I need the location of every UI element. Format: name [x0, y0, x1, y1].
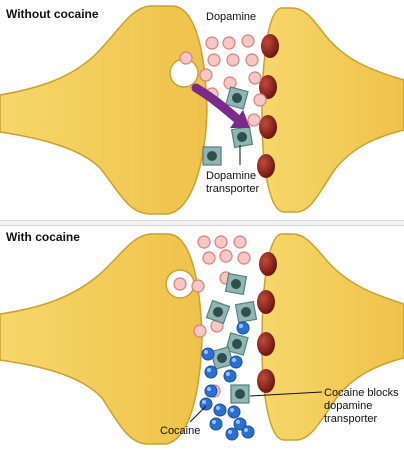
cocaine-group: [199, 321, 255, 441]
cocaine-highlight: [239, 324, 243, 328]
cocaine-molecule: [223, 369, 237, 383]
presynaptic-terminal: [0, 5, 208, 215]
reuptake-arrowhead: [230, 110, 250, 128]
dopamine-transporter: [202, 146, 222, 166]
cocaine-molecule: [236, 321, 250, 335]
cocaine-molecule: [204, 365, 218, 379]
dopamine-transporter: [225, 86, 249, 110]
without-cocaine-panel: Without cocaine Dopamine Dopamine transp…: [0, 0, 404, 220]
dopamine-molecule: [193, 324, 207, 338]
transporter-core: [237, 132, 247, 142]
dopamine-receptor: [259, 252, 277, 276]
cocaine-molecule: [213, 403, 227, 417]
transporter-core: [241, 307, 251, 317]
cocaine-molecule: [241, 425, 255, 439]
dopamine-receptor: [259, 115, 277, 139]
dopamine-transporter: [205, 299, 231, 325]
dopamine-receptor: [259, 75, 277, 99]
blocks-leader-line: [249, 391, 323, 397]
cocaine-molecule: [229, 355, 243, 369]
presynaptic-terminal: [0, 233, 203, 445]
dopamine-molecule: [207, 53, 221, 67]
receptor-group: [257, 252, 277, 393]
transporter-label-line2: transporter: [206, 183, 260, 195]
blocks-label-line1: Cocaine blocks: [324, 387, 399, 399]
cocaine-highlight: [230, 408, 234, 412]
transporter-core: [232, 93, 242, 103]
dopamine-molecule: [241, 34, 255, 48]
transporter-core: [235, 389, 245, 399]
cocaine-molecule: [209, 417, 223, 431]
dopamine-group: [179, 34, 267, 127]
dopamine-molecule: [248, 71, 262, 85]
dopamine-receptor: [257, 290, 275, 314]
dopamine-receptor: [257, 369, 275, 393]
dopamine-molecule: [222, 36, 236, 50]
transporter-group: [202, 86, 254, 166]
cocaine-highlight: [212, 420, 216, 424]
dopamine-molecule: [199, 68, 213, 82]
dopamine-transporter: [224, 272, 248, 296]
dopamine-molecule: [205, 36, 219, 50]
dopamine-receptor: [261, 34, 279, 58]
synapse-scene-without-cocaine: [0, 5, 404, 215]
with-cocaine-panel: With cocaine Cocaine Cocaine blocks dopa…: [0, 226, 404, 450]
dopamine-molecule: [233, 235, 247, 249]
dopamine-molecule: [226, 53, 240, 67]
panel-divider: [0, 220, 404, 226]
dopamine-transporter: [234, 300, 258, 324]
cocaine-molecule: [201, 347, 215, 361]
synapse-scene-with-cocaine: [0, 233, 404, 445]
transporter-core: [231, 279, 241, 289]
dopamine-transporter: [230, 384, 250, 404]
cocaine-highlight: [204, 350, 208, 354]
cocaine-molecule: [199, 397, 213, 411]
blocks-label-line2: dopamine: [324, 400, 373, 412]
dopamine-receptor: [257, 332, 275, 356]
dopamine-molecule: [219, 249, 233, 263]
cocaine-highlight: [216, 406, 220, 410]
panel-title-without-cocaine: Without cocaine: [6, 7, 99, 21]
transporter-core: [232, 339, 242, 349]
dopamine-transporter: [225, 332, 249, 356]
cocaine-label: Cocaine: [160, 425, 201, 437]
dopamine-molecule: [245, 53, 259, 67]
transporter-core: [213, 307, 223, 317]
panel-title-with-cocaine: With cocaine: [6, 230, 80, 244]
dopamine-molecule: [253, 93, 267, 107]
dopamine-receptor: [257, 154, 275, 178]
cocaine-molecule: [227, 405, 241, 419]
cocaine-highlight: [207, 387, 211, 391]
transporter-core: [217, 353, 227, 363]
dopamine-molecule: [202, 251, 216, 265]
cocaine-highlight: [232, 358, 236, 362]
cocaine-molecule: [225, 427, 239, 441]
dopamine-label: Dopamine: [206, 11, 257, 23]
dopamine-molecule: [173, 277, 187, 291]
transporter-group: [205, 272, 258, 404]
cocaine-highlight: [228, 430, 232, 434]
cocaine-highlight: [236, 420, 240, 424]
reuptake-arrow: [191, 83, 241, 123]
dopamine-molecule: [237, 251, 251, 265]
dopamine-group: [173, 235, 251, 398]
cocaine-highlight: [226, 372, 230, 376]
cocaine-leader-line: [189, 405, 207, 423]
transporter-core: [207, 151, 217, 161]
dopamine-molecule: [179, 51, 193, 65]
dopamine-transporter: [210, 346, 234, 370]
postsynaptic-terminal: [261, 7, 404, 213]
dopamine-molecule: [214, 235, 228, 249]
receptor-group: [257, 34, 279, 178]
dopamine-molecule: [197, 235, 211, 249]
cocaine-highlight: [244, 428, 248, 432]
cocaine-molecule: [204, 384, 218, 398]
cocaine-highlight: [202, 400, 206, 404]
dopamine-molecule: [247, 113, 261, 127]
blocks-label-line3: transporter: [324, 413, 378, 425]
cocaine-highlight: [207, 368, 211, 372]
transporter-label-line1: Dopamine: [206, 170, 257, 182]
dopamine-molecule: [191, 279, 205, 293]
dopamine-transporter: [230, 125, 254, 149]
